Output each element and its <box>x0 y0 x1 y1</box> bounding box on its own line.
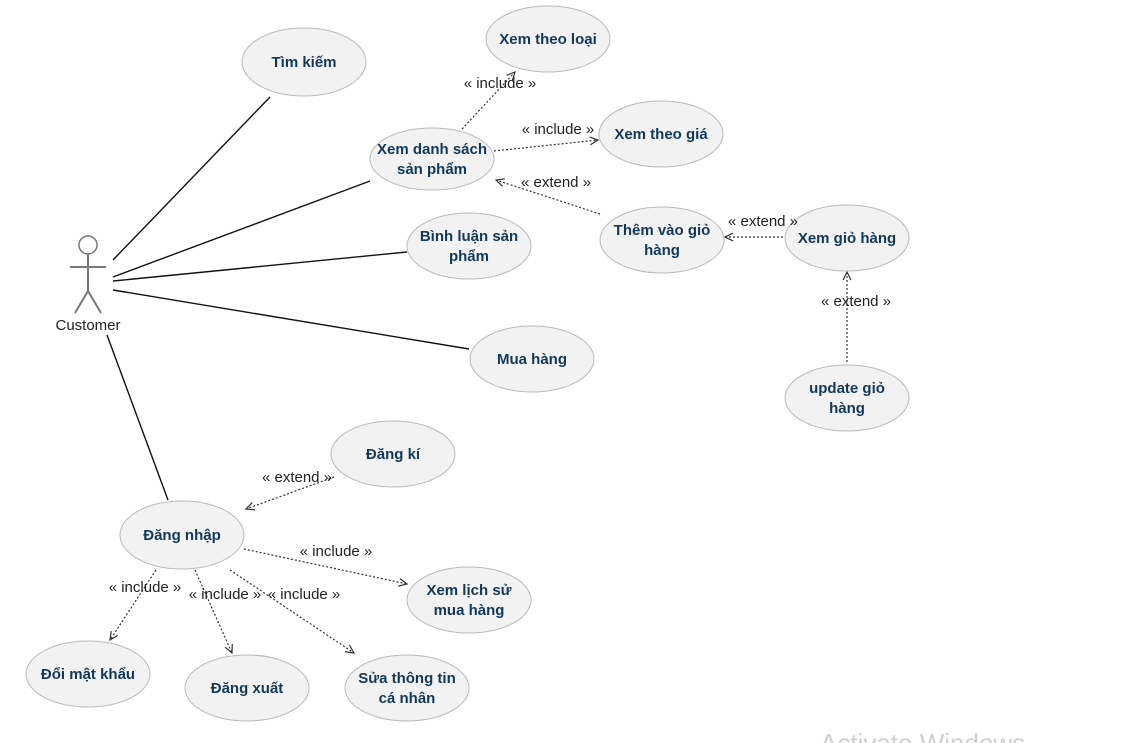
dependency-arrowhead <box>723 232 734 242</box>
use-case-xem-theo-loai[interactable]: Xem theo loại <box>485 5 611 73</box>
stereotype-label: « extend » <box>728 213 798 230</box>
use-case-label: mua hàng <box>434 602 505 619</box>
use-case-mua-hang[interactable]: Mua hàng <box>469 325 595 393</box>
use-case-ellipse <box>25 640 151 708</box>
stereotype-label: « extend » <box>821 293 891 310</box>
use-case-dang-xuat[interactable]: Đăng xuất <box>184 654 310 722</box>
use-case-binh-luan[interactable]: Bình luận sản phẩm <box>406 212 532 280</box>
use-case-ellipse <box>598 100 724 168</box>
dependency-line-dang-nhap-to-dang-xuat <box>194 569 233 654</box>
use-case-ellipse <box>406 212 532 280</box>
use-case-dang-ki[interactable]: Đăng kí <box>330 420 456 488</box>
association-layer <box>106 96 470 501</box>
use-case-xem-theo-gia[interactable]: Xem theo giá <box>598 100 724 168</box>
actor-label: Customer <box>55 317 120 334</box>
use-case-label: Xem danh sách <box>377 141 487 158</box>
dependency-line-dang-nhap-to-sua-thong-tin <box>229 569 355 654</box>
dependency-arrowhead <box>224 643 233 655</box>
use-case-label: Sửa thông tin <box>358 670 456 687</box>
stereotype-label: « include » <box>464 75 537 92</box>
dependency-arrowhead <box>244 502 256 511</box>
use-case-label: hàng <box>644 242 680 259</box>
association-line-mua-hang <box>112 289 470 350</box>
use-case-ellipse <box>469 325 595 393</box>
use-case-label: Thêm vào giỏ <box>614 222 711 239</box>
stereotype-label: « extend » <box>521 174 591 191</box>
use-case-dang-nhap[interactable]: Đăng nhập <box>119 500 245 570</box>
association-line-dang-nhap <box>106 334 169 501</box>
use-case-label: Xem theo giá <box>614 126 708 143</box>
use-case-ellipse <box>406 566 532 634</box>
use-case-label: Xem lịch sử <box>426 582 511 599</box>
dependency-arrowhead <box>842 270 852 281</box>
dependency-arrowhead <box>398 577 409 587</box>
dependency-arrowhead <box>494 178 505 187</box>
use-case-ellipse <box>330 420 456 488</box>
use-case-xem-lich-su[interactable]: Xem lịch sử mua hàng <box>406 566 532 634</box>
use-case-ellipse <box>784 364 910 432</box>
use-case-ellipse <box>241 27 367 97</box>
use-case-label: hàng <box>829 400 865 417</box>
dependency-line-xem-danh-sach-to-xem-theo-gia <box>493 139 599 152</box>
use-case-label: Đăng nhập <box>143 527 221 544</box>
use-case-label: update giỏ <box>809 380 885 397</box>
dependency-line-xem-danh-sach-to-xem-theo-loai <box>461 71 516 130</box>
dependency-arrowhead <box>109 630 119 642</box>
use-case-label: Đổi mật khẩu <box>41 666 135 683</box>
association-line-tim-kiem <box>112 96 271 261</box>
actor-customer[interactable]: Customer <box>55 235 121 334</box>
use-case-ellipse <box>369 127 495 191</box>
use-case-ellipse <box>184 654 310 722</box>
stereotype-label: « include » <box>109 579 182 596</box>
use-case-ellipse <box>784 204 910 272</box>
use-case-label: Bình luận sản <box>420 228 518 245</box>
actor-left-leg <box>74 290 89 314</box>
use-case-ellipse <box>344 654 470 722</box>
use-case-label: Mua hàng <box>497 351 567 368</box>
use-case-label: sản phẩm <box>397 161 467 178</box>
association-line-binh-luan <box>112 251 408 282</box>
use-case-label: Đăng xuất <box>211 680 284 697</box>
stereotype-label: « include » <box>522 121 595 138</box>
watermark-text: Activate Windows <box>820 728 1025 743</box>
use-case-label: Tìm kiếm <box>271 54 336 71</box>
use-case-label: cá nhân <box>379 690 436 707</box>
use-case-ellipse <box>485 5 611 73</box>
use-case-xem-gio-hang[interactable]: Xem giỏ hàng <box>784 204 910 272</box>
dependency-arrowhead <box>589 136 600 146</box>
stereotype-label-layer: « include » « include » « extend » « extend… <box>109 75 891 603</box>
use-case-ellipse <box>119 500 245 570</box>
stereotype-label: « include » <box>268 586 341 603</box>
use-case-xem-danh-sach[interactable]: Xem danh sách sản phẩm <box>369 127 495 191</box>
association-line-xem-danh-sach <box>112 180 371 278</box>
actor-right-leg <box>87 290 102 314</box>
use-case-sua-thong-tin[interactable]: Sửa thông tin cá nhân <box>344 654 470 722</box>
use-case-label: Đăng kí <box>366 446 421 463</box>
use-case-label: Xem giỏ hàng <box>798 230 896 247</box>
use-case-label: phẩm <box>449 248 489 265</box>
use-case-ellipse <box>599 206 725 274</box>
dependency-line-dang-nhap-to-doi-mat-khau <box>109 569 157 641</box>
stereotype-label: « extend » <box>262 469 332 486</box>
dependency-arrowhead <box>345 644 356 654</box>
use-case-update-gio-hang[interactable]: update giỏ hàng <box>784 364 910 432</box>
use-case-tim-kiem[interactable]: Tìm kiếm <box>241 27 367 97</box>
actor-head <box>78 235 98 255</box>
use-case-label: Xem theo loại <box>499 31 597 48</box>
use-case-them-vao-gio[interactable]: Thêm vào giỏ hàng <box>599 206 725 274</box>
stereotype-label: « include » <box>189 586 262 603</box>
dependency-layer <box>109 70 852 655</box>
stereotype-label: « include » <box>300 543 373 560</box>
dependency-arrowhead <box>506 70 516 81</box>
use-case-doi-mat-khau[interactable]: Đổi mật khẩu <box>25 640 151 708</box>
